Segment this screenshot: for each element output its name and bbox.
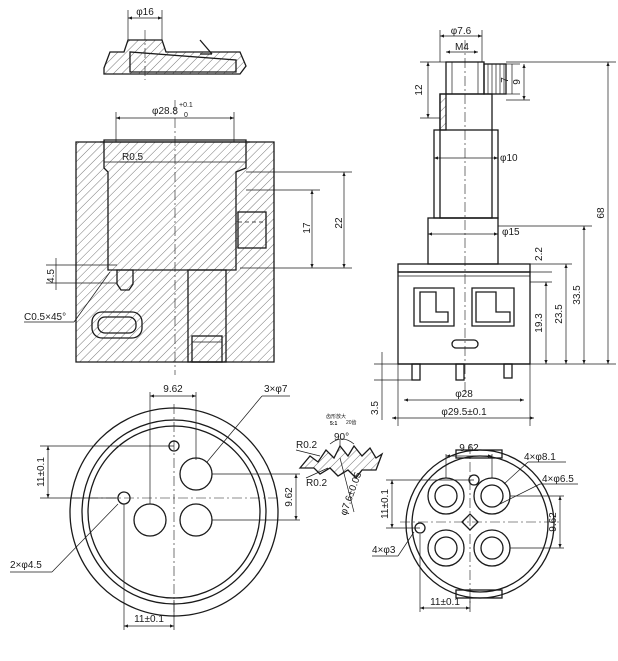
- detail-note-top: 齿形放大: [326, 413, 346, 420]
- holes-4x8-1-label: 4×φ8.1: [524, 452, 556, 463]
- chamfer-label: C0.5×45°: [24, 312, 66, 323]
- stem-dia-label: φ7.6: [451, 26, 472, 37]
- right-spacing-bottom-label: 11±0.1: [430, 597, 460, 608]
- depth-22-label: 22: [334, 217, 345, 229]
- bore-dia-label: φ28.8: [152, 106, 178, 117]
- pin-4-5-label: 4.5: [46, 269, 57, 283]
- bottom-view-right: 9.62 4×φ8.1 4×φ6.5 11±0.1 9.62 4×φ3 11±0…: [372, 443, 578, 612]
- detail-view: 齿形放大 5:1 20齿 90° R0.2 R0.2 φ7.6±0.05: [295, 413, 384, 517]
- detail-r-top-label: R0.2: [296, 440, 318, 451]
- depth-17-label: 17: [302, 222, 313, 234]
- collar-phi15-label: φ15: [502, 227, 520, 238]
- body-section-view: φ28.8 +0.1 0 R0.5 22 17 4.5 C0.5×45°: [24, 100, 352, 375]
- left-spacing-left-label: 11±0.1: [36, 457, 47, 487]
- nut-view: φ16: [103, 7, 247, 80]
- thread-label: M4: [455, 42, 469, 53]
- right-spacing-left-label: 11±0.1: [380, 489, 391, 519]
- bottom-view-left: 9.62 3×φ7 11±0.1 9.62 2×φ4.5 11±0.1: [10, 384, 300, 630]
- stem-phi10-label: φ10: [500, 153, 518, 164]
- total68-label: 68: [596, 207, 607, 219]
- right-spacing-top-label: 9.62: [459, 443, 479, 454]
- h9-label: 9: [512, 79, 523, 85]
- detail-note-right: 20齿: [346, 420, 357, 426]
- left-spacing-right-label: 9.62: [284, 487, 295, 507]
- detail-r-bottom-label: R0.2: [306, 478, 328, 489]
- detail-dia-label: φ7.6±0.05: [338, 470, 364, 517]
- base-phi28-label: φ28: [455, 389, 473, 400]
- side-view: φ7.6 M4 12 7 9 φ10 φ15 68 33.5: [370, 26, 616, 426]
- h12-label: 12: [414, 84, 425, 96]
- holes-3x7-label: 3×φ7: [264, 384, 288, 395]
- h3-5-label: 3.5: [370, 401, 381, 415]
- h19-3-label: 19.3: [534, 313, 545, 333]
- h7-label: 7: [500, 77, 511, 83]
- left-spacing-bottom-label: 11±0.1: [134, 614, 164, 625]
- holes-4x3-label: 4×φ3: [372, 545, 396, 556]
- right-spacing-right-label: 9.62: [548, 512, 559, 532]
- holes-4x6-5-label: 4×φ6.5: [542, 474, 574, 485]
- detail-note-mid: 5:1: [330, 421, 337, 427]
- left-spacing-top-label: 9.62: [163, 384, 183, 395]
- detail-angle-label: 90°: [334, 432, 349, 443]
- fillet-label: R0.5: [122, 152, 144, 163]
- holes-2x4-5-label: 2×φ4.5: [10, 560, 42, 571]
- nut-dia-label: φ16: [136, 7, 154, 18]
- od-phi29-5-label: φ29.5±0.1: [441, 407, 487, 418]
- bore-tol-upper: +0.1: [179, 102, 193, 109]
- bore-tol-lower: 0: [184, 112, 188, 119]
- h33-5-label: 33.5: [572, 285, 583, 305]
- h23-5-label: 23.5: [554, 304, 565, 324]
- h2-2-label: 2.2: [534, 247, 545, 261]
